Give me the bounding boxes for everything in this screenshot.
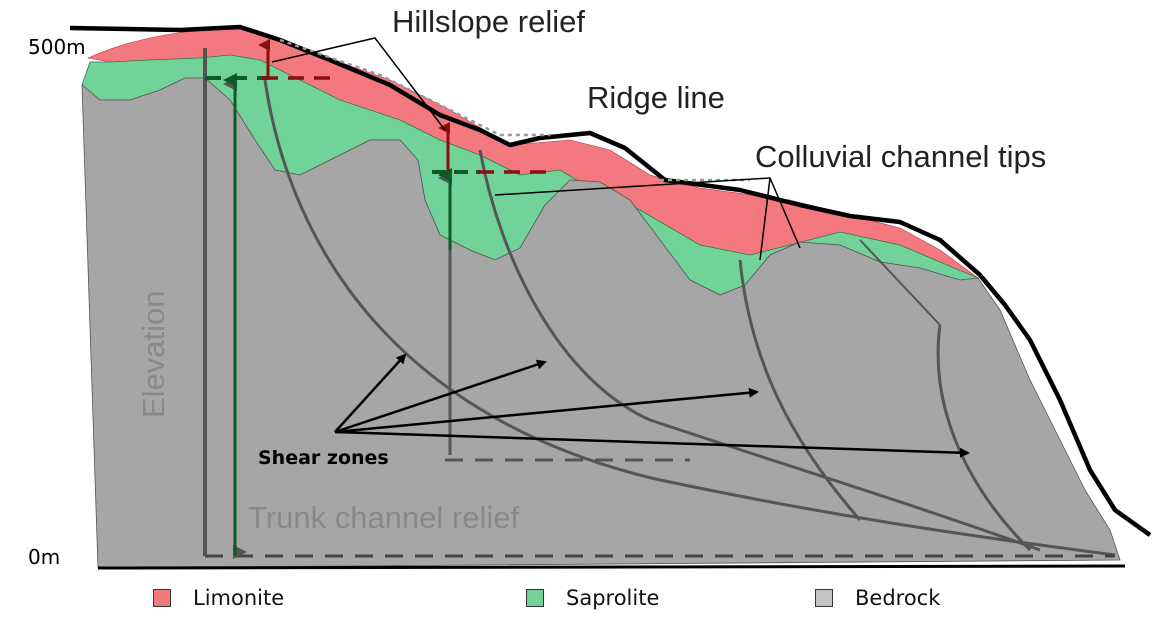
shear-zone-line bbox=[478, 149, 1041, 552]
bedrock-swatch bbox=[815, 589, 833, 607]
ground-baseline bbox=[97, 564, 1126, 570]
shear-zone-arrows bbox=[334, 353, 970, 458]
colluvial-tips-pointer bbox=[769, 177, 801, 249]
colluvial-channel-tips-label: Colluvial channel tips bbox=[755, 139, 1046, 174]
legend-item-bedrock: Bedrock bbox=[815, 586, 940, 610]
legend-item-saprolite: Saprolite bbox=[526, 586, 659, 610]
ridge-line bbox=[69, 24, 1152, 537]
elevation-tick-500m: 500m bbox=[28, 35, 86, 59]
legend-label: Limonite bbox=[193, 586, 285, 610]
shear-zone-line bbox=[936, 324, 1032, 552]
legend-label: Saprolite bbox=[566, 586, 660, 610]
bedrock-layer bbox=[81, 77, 1121, 569]
shear-zone-line bbox=[263, 79, 1116, 557]
hillslope-relief-label: Hillslope relief bbox=[392, 4, 585, 39]
hillslope-relief-pointer bbox=[271, 37, 446, 131]
legend-label: Bedrock bbox=[855, 586, 941, 610]
legend-item-limonite: Limonite bbox=[153, 586, 284, 610]
trunk-channel-relief-label: Trunk channel relief bbox=[248, 500, 519, 535]
elevation-tick-0m: 0m bbox=[28, 545, 60, 569]
ridge-projection-line bbox=[279, 38, 550, 137]
shear-zones-label: Shear zones bbox=[258, 447, 389, 469]
limonite-swatch bbox=[153, 589, 171, 607]
saprolite-swatch bbox=[526, 589, 544, 607]
shear-zone-line bbox=[859, 239, 941, 326]
shear-zone-line bbox=[738, 259, 862, 521]
elevation-axis-label: Elevation bbox=[136, 290, 171, 418]
ridge-line-label: Ridge line bbox=[587, 80, 725, 115]
